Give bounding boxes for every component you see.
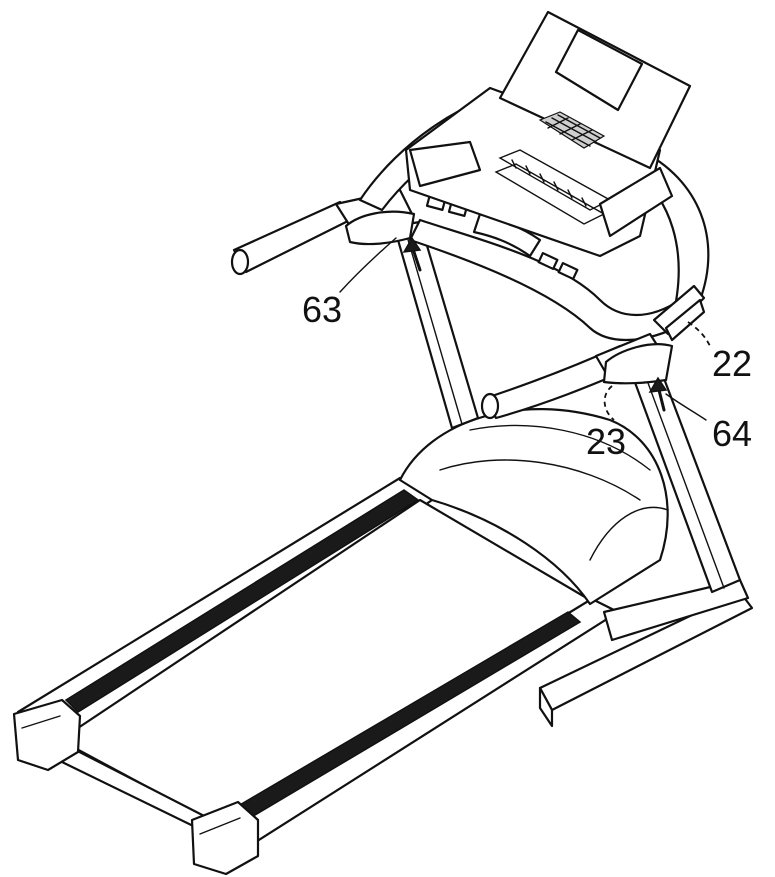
- display-screen: [554, 28, 644, 112]
- rear-left-endcap: [12, 698, 82, 772]
- speaker-grille: [538, 111, 606, 149]
- leader-22: [687, 321, 711, 347]
- leader-63: [339, 237, 397, 293]
- motor-hood: [398, 408, 669, 606]
- console: [404, 10, 692, 258]
- arrow-up-icon: [402, 236, 422, 272]
- callout-23: 23: [586, 421, 626, 462]
- part-64-shroud: [602, 343, 674, 385]
- leader-64: [665, 393, 707, 421]
- leader-lines: [339, 237, 711, 421]
- part-22-cap: [652, 284, 706, 336]
- leader-23: [603, 385, 615, 421]
- callout-63: 63: [302, 289, 342, 330]
- callout-22: 22: [712, 343, 752, 384]
- callout-64: 64: [712, 413, 752, 454]
- arrow-up-icon: [648, 376, 668, 412]
- left-grip: [232, 200, 352, 274]
- left-rail-strip: [64, 489, 420, 713]
- treadmill-base: [12, 408, 754, 876]
- part-63-shroud: [344, 210, 416, 246]
- rear-right-endcap: [190, 800, 260, 876]
